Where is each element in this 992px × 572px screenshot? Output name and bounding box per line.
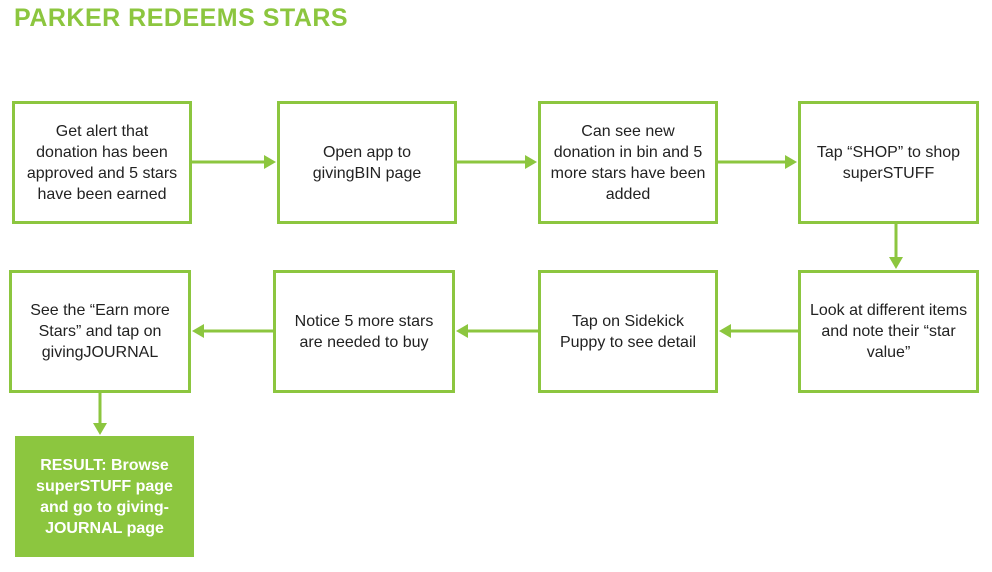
step-6-text: Tap on Sidekick Puppy to see detail — [559, 312, 697, 351]
arrowhead-left-3 — [192, 324, 204, 338]
step-7-text: Notice 5 more stars are needed to buy — [294, 312, 434, 351]
step-2-box: Open app to givingBIN page — [277, 101, 457, 224]
arrowhead-down-1 — [889, 257, 903, 269]
step-3-box: Can see new donation in bin and 5 more s… — [538, 101, 718, 224]
step-1-box: Get alert that donation has been approve… — [12, 101, 192, 224]
page-title: PARKER REDEEMS STARS — [14, 4, 349, 32]
arrowhead-left-1 — [719, 324, 731, 338]
step-3-text: Can see new donation in bin and 5 more s… — [550, 122, 706, 203]
result-text: RESULT: Browse superSTUFF page and go to… — [36, 456, 173, 537]
arrowhead-right-2 — [525, 155, 537, 169]
arrowhead-left-2 — [456, 324, 468, 338]
step-6-box: Tap on Sidekick Puppy to see detail — [538, 270, 718, 393]
step-1-text: Get alert that donation has been approve… — [26, 122, 178, 203]
step-7-box: Notice 5 more stars are needed to buy — [273, 270, 455, 393]
step-4-box: Tap “SHOP” to shop superSTUFF — [798, 101, 979, 224]
step-8-box: See the “Earn more Stars” and tap on giv… — [9, 270, 191, 393]
step-8-text: See the “Earn more Stars” and tap on giv… — [30, 302, 170, 361]
step-5-box: Look at different items and note their “… — [798, 270, 979, 393]
step-4-text: Tap “SHOP” to shop superSTUFF — [816, 143, 961, 182]
step-2-text: Open app to givingBIN page — [312, 143, 422, 182]
arrowhead-right-1 — [264, 155, 276, 169]
result-box: RESULT: Browse superSTUFF page and go to… — [15, 436, 194, 557]
arrowhead-right-3 — [785, 155, 797, 169]
step-5-text: Look at different items and note their “… — [809, 302, 968, 361]
arrowhead-down-2 — [93, 423, 107, 435]
